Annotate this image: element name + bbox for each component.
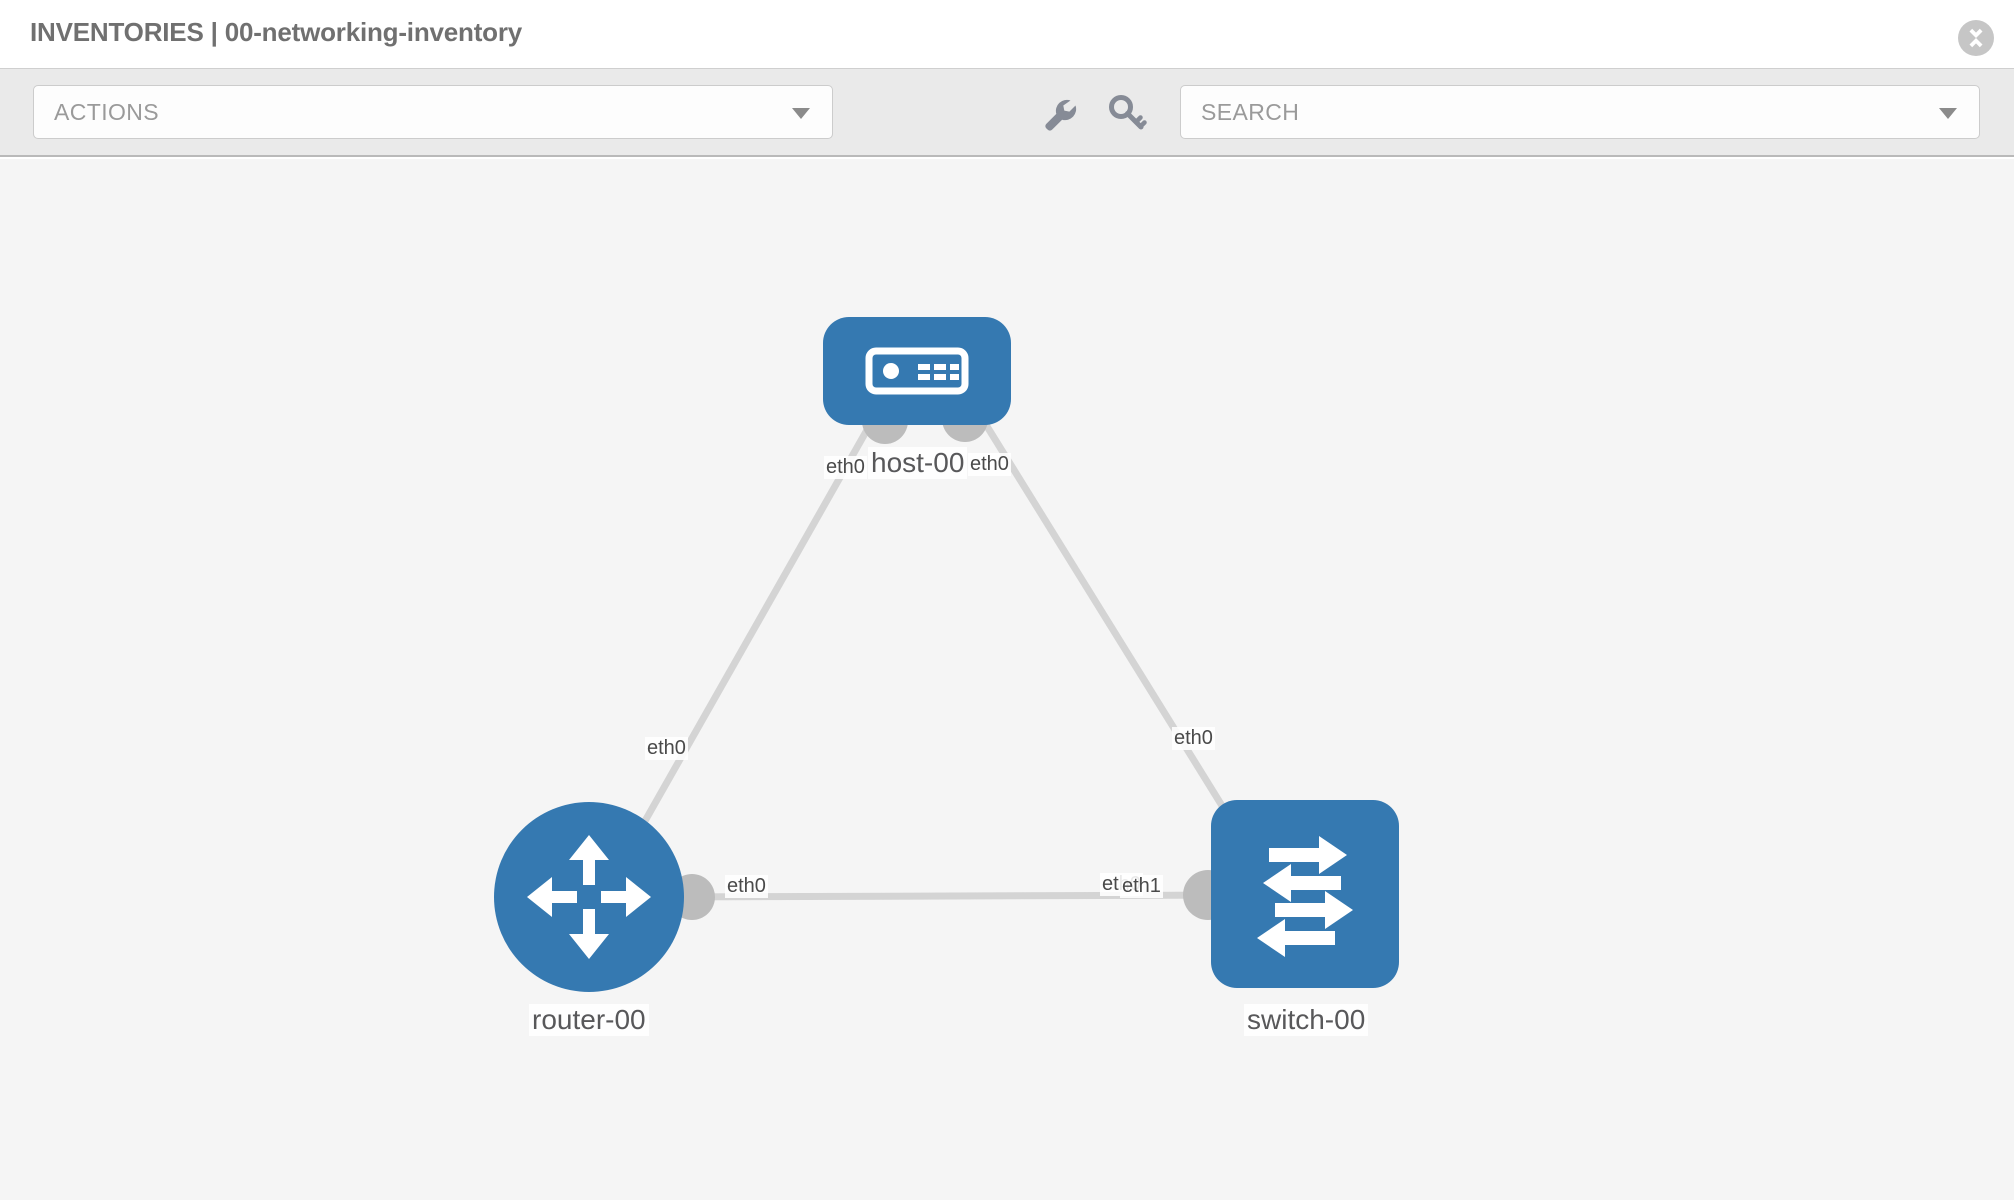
toolbar: ACTIONS SEARCH xyxy=(0,68,2014,157)
node-switch-00[interactable] xyxy=(1211,800,1399,988)
iface-label-switch-eth0-up: eth0 xyxy=(1172,727,1215,750)
topology-canvas[interactable]: host-00 router-00 switch-00 eth0 eth0 et… xyxy=(0,159,2014,1200)
iface-label-switch-eth1: eth1 xyxy=(1120,875,1163,898)
node-host-00[interactable] xyxy=(823,317,1011,425)
actions-dropdown-label: ACTIONS xyxy=(54,99,160,125)
node-label-switch-00: switch-00 xyxy=(1244,1004,1369,1036)
link-host-switch xyxy=(972,405,1258,861)
page-title: INVENTORIES | 00-networking-inventory xyxy=(30,17,523,47)
iface-label-host-eth0-left: eth0 xyxy=(824,456,867,479)
chevron-down-icon[interactable] xyxy=(1939,108,1957,119)
search-input[interactable]: SEARCH xyxy=(1180,85,1980,139)
topology-links xyxy=(616,396,1268,920)
key-icon[interactable] xyxy=(1105,91,1149,135)
link-host-router xyxy=(616,405,884,867)
iface-label-router-eth0-up: eth0 xyxy=(645,737,688,760)
wrench-icon[interactable] xyxy=(1037,91,1081,135)
search-placeholder: SEARCH xyxy=(1201,99,1300,125)
iface-label-router-eth0: eth0 xyxy=(725,875,768,898)
node-router-00[interactable] xyxy=(494,802,684,992)
chevron-down-icon xyxy=(792,108,810,119)
close-icon xyxy=(1958,20,1994,56)
actions-dropdown[interactable]: ACTIONS xyxy=(33,85,833,139)
node-label-router-00: router-00 xyxy=(529,1004,649,1036)
close-button[interactable] xyxy=(1958,20,1994,56)
node-label-host-00: host-00 xyxy=(868,447,968,479)
iface-label-host-eth0-right: eth0 xyxy=(968,453,1011,476)
page-header: INVENTORIES | 00-networking-inventory xyxy=(0,0,2014,68)
